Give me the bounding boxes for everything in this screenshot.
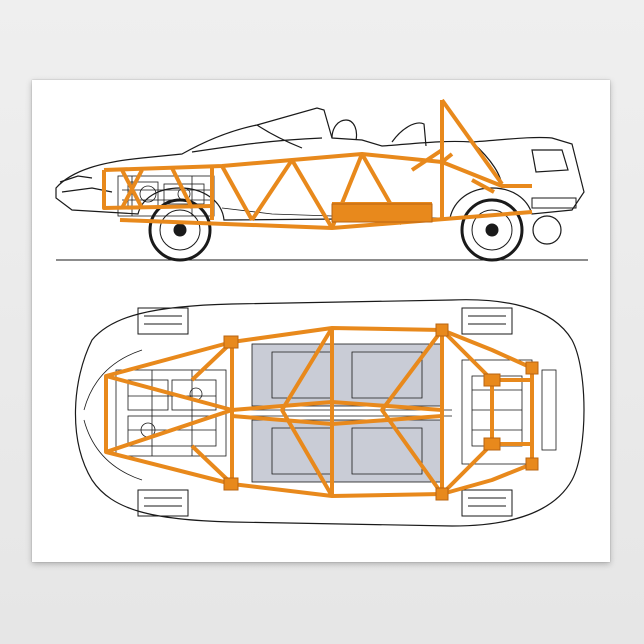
- hood-line: [83, 349, 143, 411]
- top-suspension-details: [137, 307, 513, 517]
- front-wheel: [148, 198, 212, 262]
- top-body-outline: [74, 299, 585, 527]
- poster-print: [32, 80, 610, 562]
- rear-wheel: [460, 198, 524, 262]
- top-frame-nodes: [223, 323, 539, 501]
- top-rear-detail: [461, 359, 557, 465]
- top-view: [74, 299, 585, 527]
- technical-illustration: [55, 98, 588, 527]
- side-body-outline: [55, 107, 585, 221]
- side-engine-detail: [117, 175, 333, 217]
- side-view: [55, 98, 588, 262]
- rear-bumper-detail: [531, 197, 577, 245]
- side-sill-panel: [331, 203, 433, 223]
- side-space-frame: [102, 98, 533, 230]
- hood-line-lower: [83, 419, 143, 481]
